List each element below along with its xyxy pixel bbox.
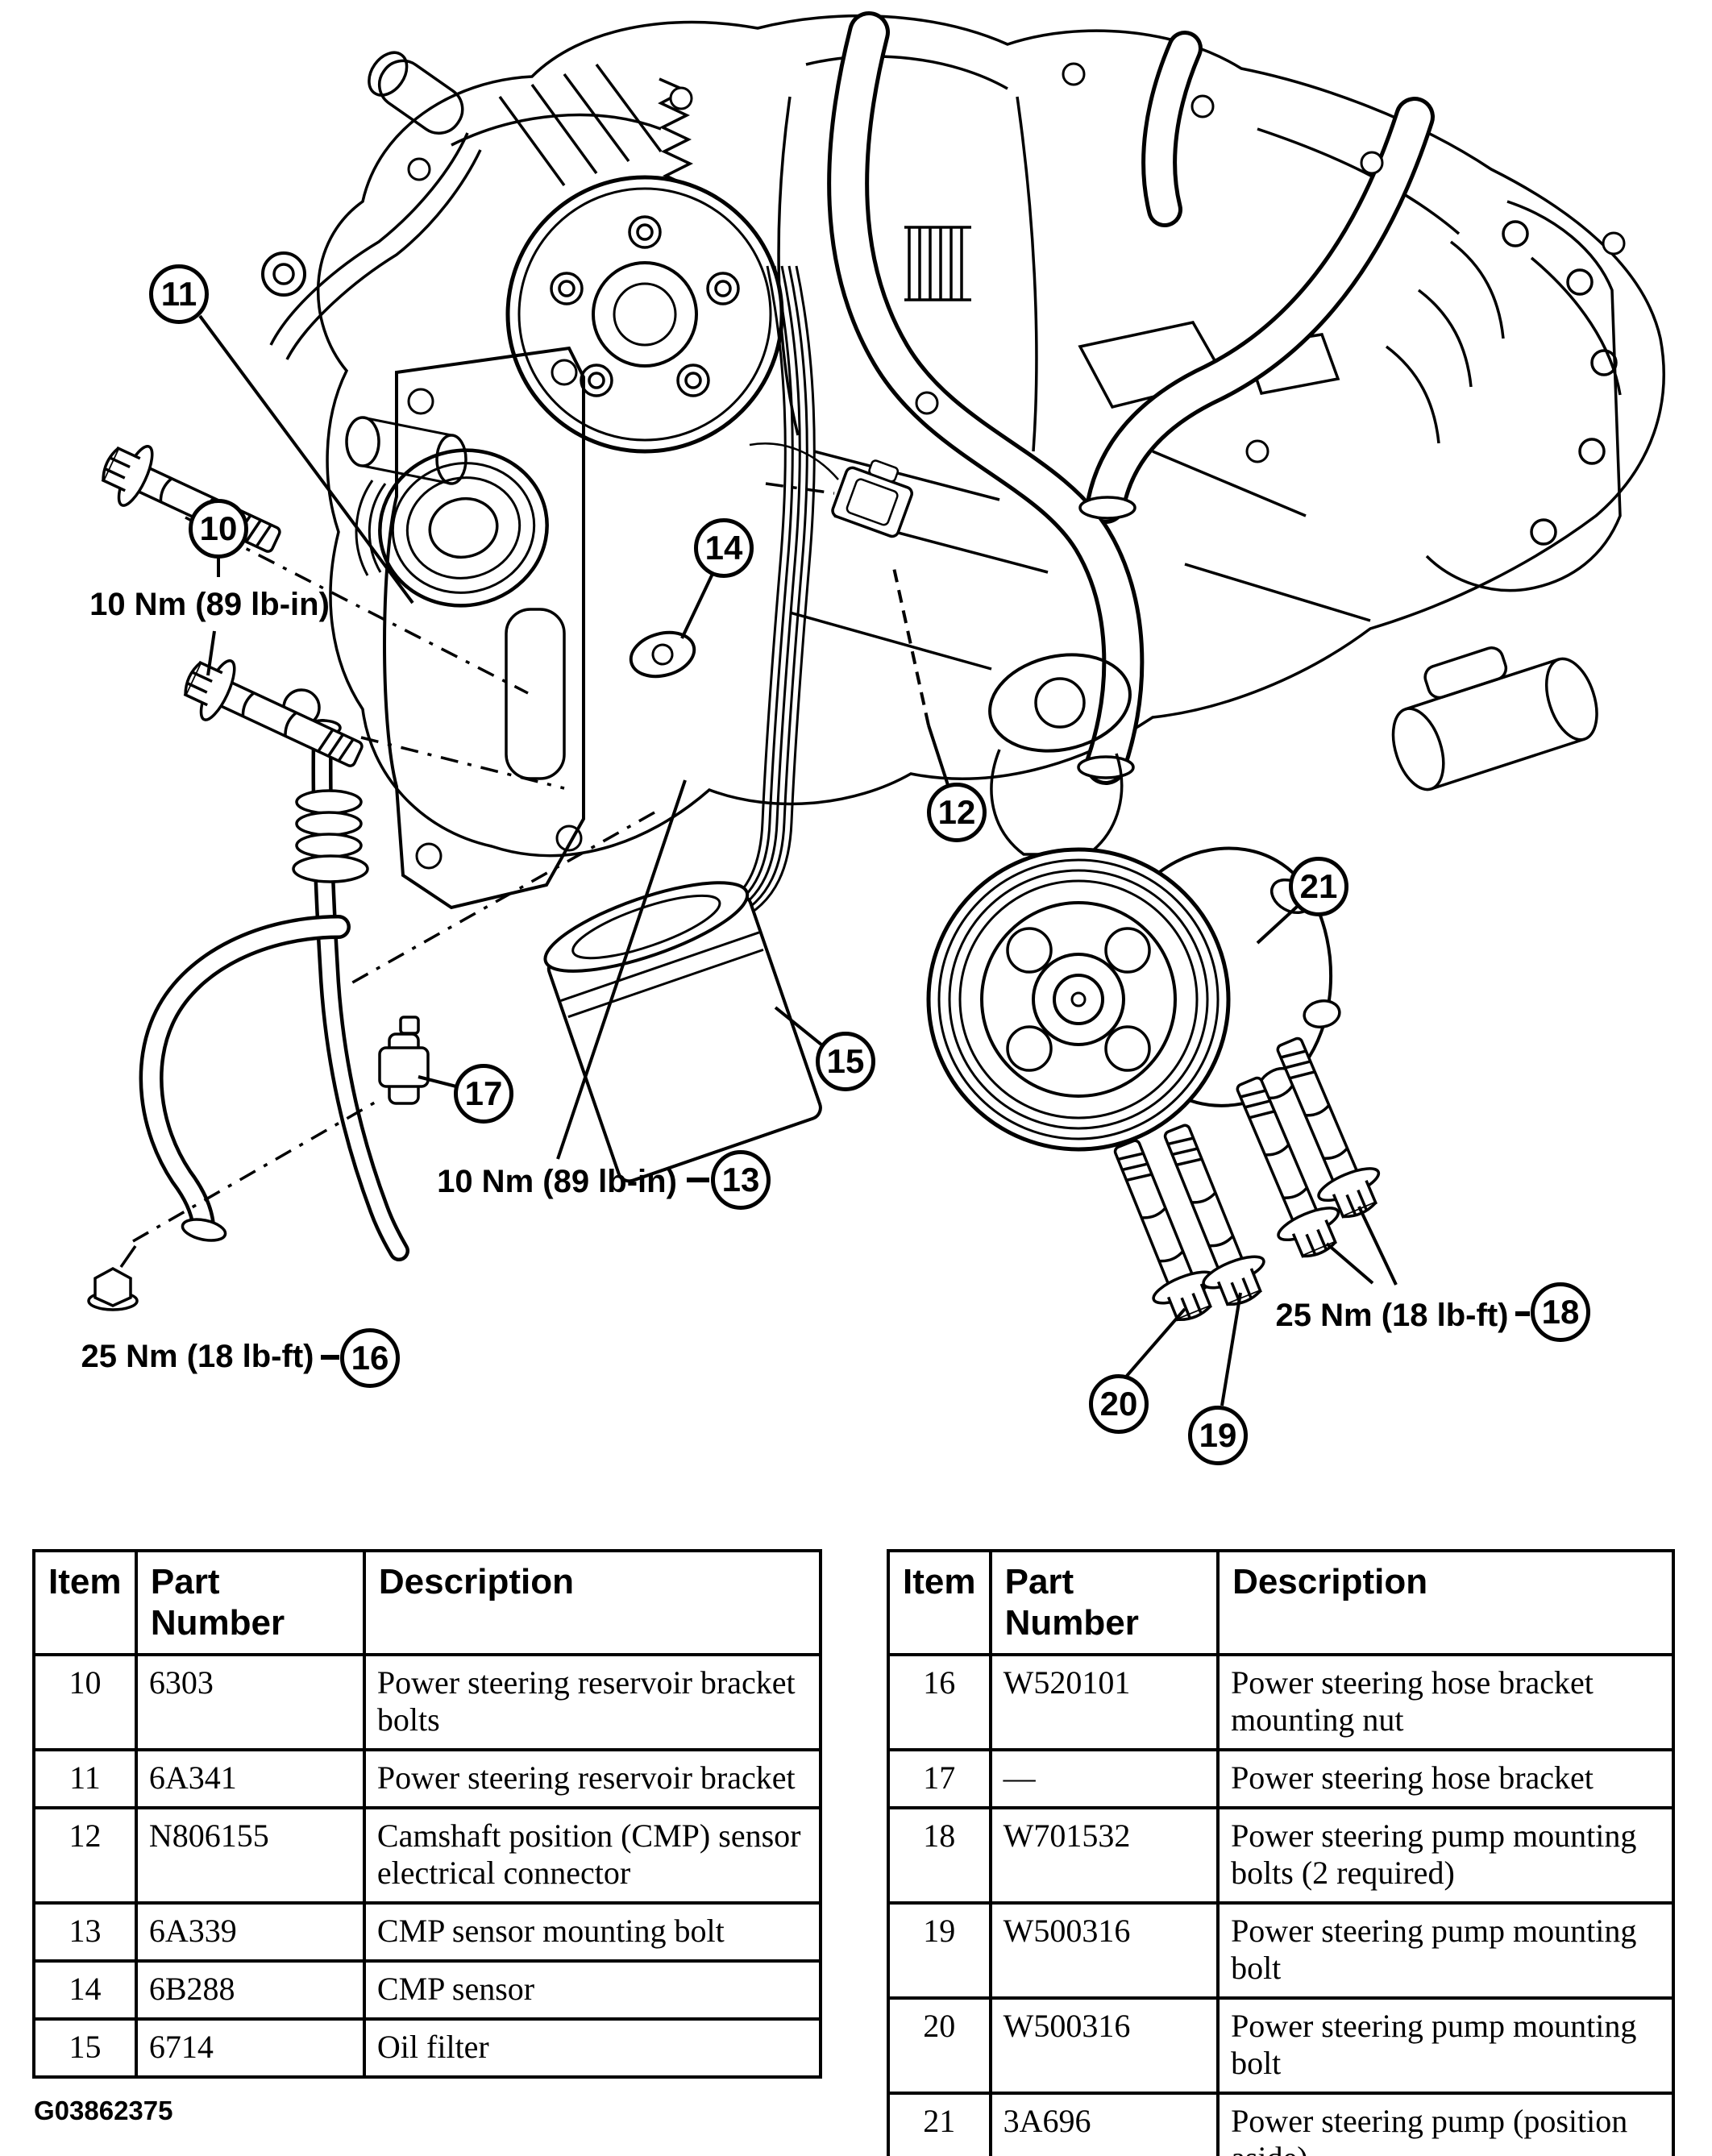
item-cell: 19 bbox=[887, 1901, 992, 2000]
drive-belt bbox=[721, 265, 816, 924]
item-cell: 16 bbox=[887, 1653, 992, 1752]
small-bolt-heads bbox=[407, 62, 1626, 463]
bracket-arms bbox=[261, 51, 663, 360]
table-row: 17—Power steering hose bracket bbox=[887, 1748, 1675, 1810]
power-steering-pump bbox=[926, 846, 1341, 1152]
column-header: Part Number bbox=[988, 1548, 1220, 1657]
torque-label: 10 Nm (89 lb-in) bbox=[437, 1164, 677, 1199]
callout-20: 20 bbox=[1089, 1374, 1149, 1434]
callout-18: 18 bbox=[1531, 1282, 1590, 1342]
column-header: Item bbox=[887, 1548, 992, 1657]
item-cell: 20 bbox=[887, 1996, 992, 2096]
desc-cell: Power steering reservoir bracket bbox=[362, 1748, 823, 1810]
item-cell: 15 bbox=[32, 2017, 138, 2079]
column-header: Description bbox=[1216, 1548, 1675, 1657]
part-cell: 6303 bbox=[134, 1653, 366, 1752]
item-cell: 12 bbox=[32, 1806, 138, 1905]
column-header: Item bbox=[32, 1548, 138, 1657]
callout-15: 15 bbox=[816, 1032, 875, 1091]
callout-14: 14 bbox=[694, 518, 754, 578]
part-cell: W500316 bbox=[988, 1996, 1220, 2096]
callout-11: 11 bbox=[149, 264, 209, 324]
callout-12: 12 bbox=[927, 783, 987, 842]
engine-line-art bbox=[87, 11, 1665, 1406]
exhaust-manifold bbox=[1385, 200, 1622, 791]
figure-code: G03862375 bbox=[34, 2096, 173, 2125]
part-cell: 6714 bbox=[134, 2017, 366, 2079]
desc-cell: Power steering pump mounting bolts (2 re… bbox=[1216, 1806, 1675, 1905]
part-cell: — bbox=[988, 1748, 1220, 1810]
leader-lines bbox=[132, 314, 1530, 1406]
item-cell: 10 bbox=[32, 1653, 138, 1752]
reservoir-bracket bbox=[345, 346, 585, 910]
torque-label: 10 Nm (89 lb-in) bbox=[89, 587, 330, 622]
desc-cell: CMP sensor bbox=[362, 1959, 823, 2021]
desc-cell: Power steering pump mounting bolt bbox=[1216, 1901, 1675, 2000]
part-cell: 6A341 bbox=[134, 1748, 366, 1810]
part-cell: W500316 bbox=[988, 1901, 1220, 2000]
item-cell: 17 bbox=[887, 1748, 992, 1810]
desc-cell: Power steering pump mounting bolt bbox=[1216, 1996, 1675, 2096]
water-pump-pulley bbox=[505, 175, 784, 454]
desc-cell: Power steering reservoir bracket bolts bbox=[362, 1653, 823, 1752]
oil-filter bbox=[543, 881, 822, 1183]
desc-cell: Power steering pump (position aside) bbox=[1216, 2092, 1675, 2156]
callout-16: 16 bbox=[340, 1328, 400, 1388]
desc-cell: Oil filter bbox=[362, 2017, 823, 2079]
spring-and-fins bbox=[658, 77, 971, 301]
callout-10: 10 bbox=[189, 499, 248, 559]
torque-label: 25 Nm (18 lb-ft) bbox=[81, 1339, 314, 1374]
item-cell: 14 bbox=[32, 1959, 138, 2021]
column-header: Description bbox=[362, 1548, 823, 1657]
callout-17: 17 bbox=[454, 1064, 513, 1124]
item-cell: 21 bbox=[887, 2092, 992, 2156]
part-cell: 3A696 bbox=[988, 2092, 1220, 2156]
callout-19: 19 bbox=[1188, 1406, 1248, 1465]
part-cell: 6B288 bbox=[134, 1959, 366, 2021]
item-cell: 18 bbox=[887, 1806, 992, 1905]
cmp-sensor-group bbox=[629, 442, 913, 679]
desc-cell: Camshaft position (CMP) sensor electrica… bbox=[362, 1806, 823, 1905]
desc-cell: CMP sensor mounting bolt bbox=[362, 1901, 823, 1963]
torque-label: 25 Nm (18 lb-ft) bbox=[1275, 1298, 1509, 1333]
part-cell: 6A339 bbox=[134, 1901, 366, 1963]
heater-hoses bbox=[827, 11, 1435, 785]
hose-bracket-nut bbox=[87, 1245, 139, 1311]
part-cell: W701532 bbox=[988, 1806, 1220, 1905]
item-cell: 13 bbox=[32, 1901, 138, 1963]
desc-cell: Power steering hose bracket mounting nut bbox=[1216, 1653, 1675, 1752]
column-header: Part Number bbox=[134, 1548, 366, 1657]
heater-tube-assembly bbox=[139, 688, 430, 1261]
callout-13: 13 bbox=[711, 1150, 771, 1210]
part-cell: N806155 bbox=[134, 1806, 366, 1905]
part-cell: W520101 bbox=[988, 1653, 1220, 1752]
item-cell: 11 bbox=[32, 1748, 138, 1810]
desc-cell: Power steering hose bracket bbox=[1216, 1748, 1675, 1810]
callout-21: 21 bbox=[1289, 857, 1348, 916]
